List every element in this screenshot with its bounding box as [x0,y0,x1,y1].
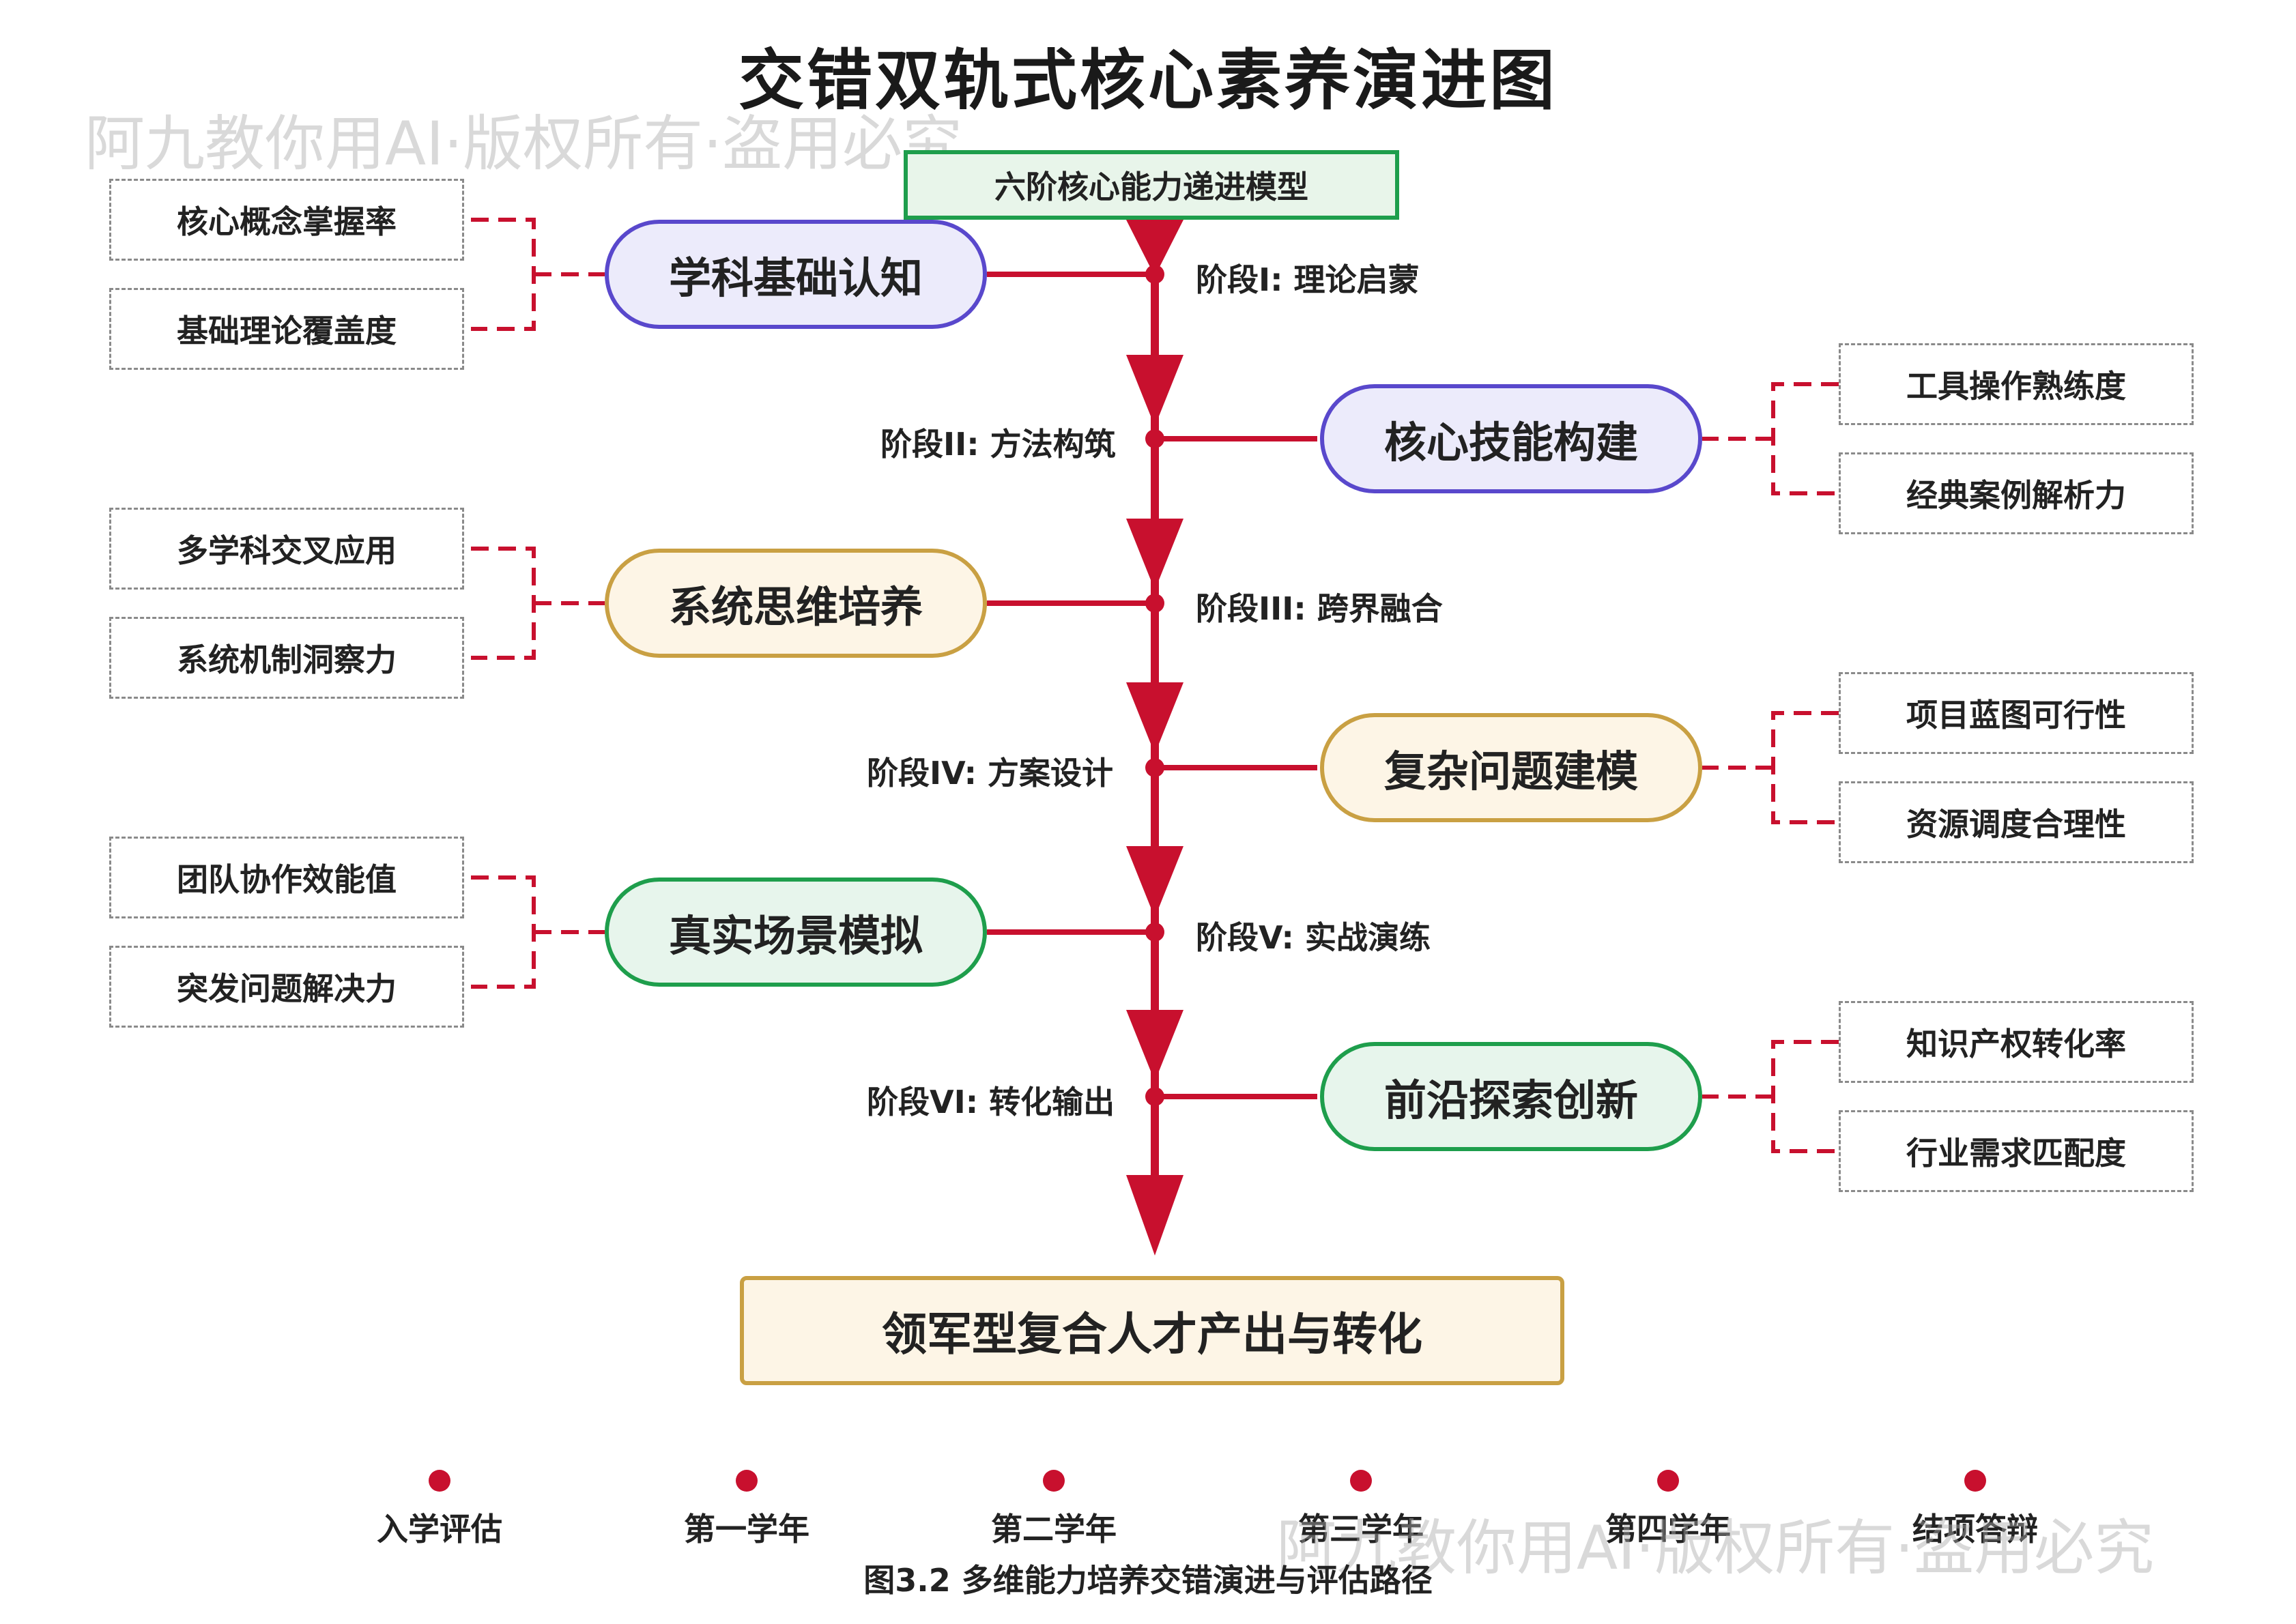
stage-node-1: 学科基础认知 [605,220,987,329]
metric-box-1b: 基础理论覆盖度 [109,288,464,370]
arrowhead-6 [1126,1010,1183,1082]
bracket-right-6 [1702,1040,1839,1153]
timeline-label-1: 入学评估 [377,1511,502,1548]
metric-box-4b: 资源调度合理性 [1839,781,2194,863]
timeline-dot-3 [1043,1470,1065,1492]
timeline-dot-1 [429,1470,450,1492]
arrowhead-1 [1126,220,1183,276]
metric-box-5b: 突发问题解决力 [109,946,464,1028]
arrowhead-5 [1126,846,1183,918]
metric-box-1a: 核心概念掌握率 [109,179,464,261]
outcome-box: 领军型复合人才产出与转化 [740,1276,1564,1385]
metric-box-3a: 多学科交叉应用 [109,508,464,590]
metric-box-3b: 系统机制洞察力 [109,617,464,699]
bracket-left-1 [471,218,605,331]
spine-dot-1 [1145,265,1164,284]
metric-box-5a: 团队协作效能值 [109,837,464,918]
arrowhead-2 [1126,355,1183,426]
stage-label-5: 阶段V: 实战演练 [1196,919,1431,956]
figure-caption: 图3.2 多维能力培养交错演进与评估路径 [863,1562,1433,1599]
arrowhead-end [1126,1175,1183,1256]
diagram-title: 交错双轨式核心素养演进图 [738,42,1558,119]
timeline-dot-6 [1964,1470,1986,1492]
timeline-label-3: 第二学年 [991,1511,1117,1548]
metric-box-6a: 知识产权转化率 [1839,1001,2194,1083]
spine-dot-5 [1145,923,1164,942]
timeline-dot-4 [1350,1470,1372,1492]
stage-label-3: 阶段III: 跨界融合 [1196,590,1443,627]
model-header-box: 六阶核心能力递进模型 [904,150,1399,220]
metric-box-2b: 经典案例解析力 [1839,452,2194,534]
arrowhead-3 [1126,519,1183,590]
spine-dot-4 [1145,758,1164,777]
stage-label-6: 阶段VI: 转化输出 [867,1084,1115,1120]
timeline-dot-5 [1657,1470,1679,1492]
bracket-right-4 [1702,711,1839,824]
stage-label-2: 阶段II: 方法构筑 [880,426,1116,463]
metric-box-4a: 项目蓝图可行性 [1839,672,2194,754]
stage-node-6: 前沿探索创新 [1320,1042,1702,1151]
spine-dot-3 [1145,594,1164,613]
timeline-label-6: 结项答辩 [1912,1511,2038,1548]
bracket-right-2 [1702,382,1839,495]
watermark-top: 阿九教你用AI·版权所有·盗用必究 [85,108,963,179]
watermark-bottom: 阿九教你用AI·版权所有·盗用必究 [1276,1513,2155,1583]
spine-dot-6 [1145,1087,1164,1106]
bracket-left-5 [471,875,605,989]
arrowhead-4 [1126,682,1183,754]
bracket-left-3 [471,547,605,660]
spine-dot-2 [1145,429,1164,448]
timeline-label-4: 第三学年 [1298,1511,1424,1548]
stage-label-1: 阶段I: 理论启蒙 [1196,261,1420,298]
metric-box-6b: 行业需求匹配度 [1839,1110,2194,1192]
stage-label-4: 阶段IV: 方案设计 [867,755,1114,792]
stage-node-5: 真实场景模拟 [605,878,987,987]
timeline-label-5: 第四学年 [1605,1511,1731,1548]
timeline-label-2: 第一学年 [684,1511,809,1548]
timeline-dot-2 [736,1470,758,1492]
metric-box-2a: 工具操作熟练度 [1839,343,2194,425]
stage-node-2: 核心技能构建 [1320,384,1702,493]
stage-node-4: 复杂问题建模 [1320,713,1702,822]
stage-node-3: 系统思维培养 [605,549,987,658]
